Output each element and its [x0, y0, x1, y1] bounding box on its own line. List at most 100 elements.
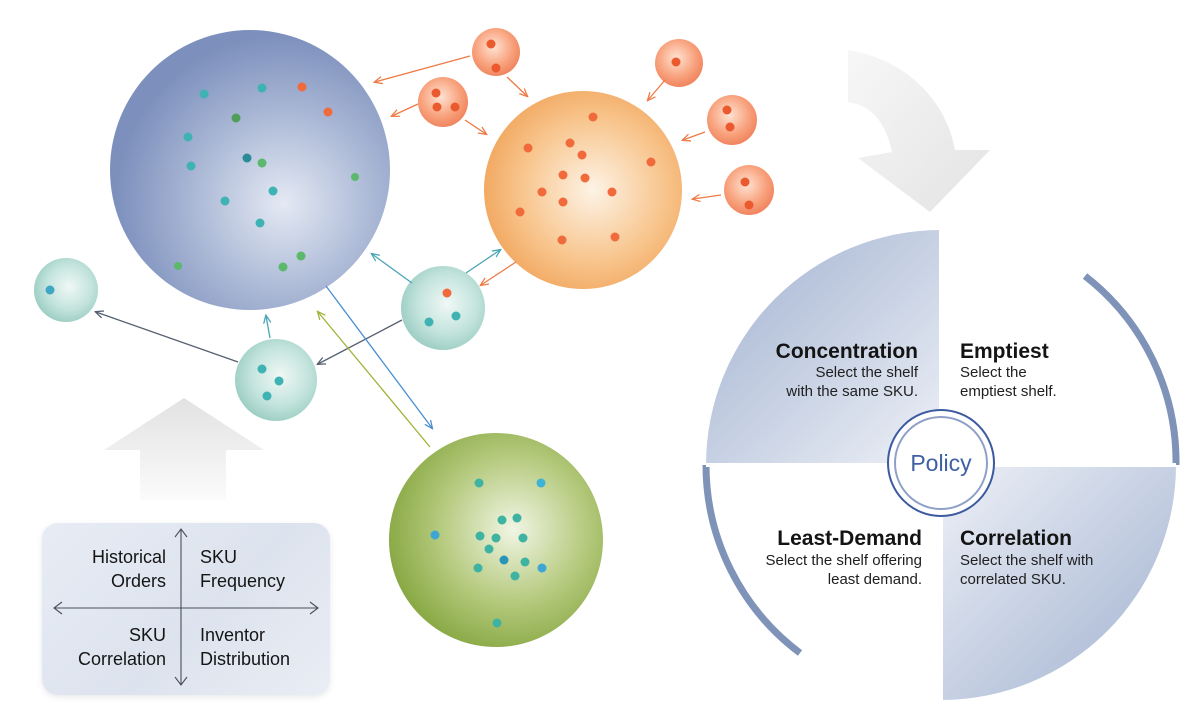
quadrant-desc-emptiest: emptiest shelf.	[960, 383, 1057, 400]
arrow	[693, 195, 722, 199]
flow-arrow-from-factors	[104, 398, 264, 500]
arrow	[318, 319, 403, 364]
outer-ring-right	[1082, 273, 1180, 466]
outer-ring-left	[702, 464, 803, 656]
arrow	[318, 312, 431, 448]
item-dot	[451, 311, 461, 321]
teal-cluster-dots	[45, 285, 461, 401]
item-dot	[450, 102, 460, 112]
arrow	[648, 79, 666, 100]
item-dot	[183, 132, 193, 142]
item-dot	[430, 530, 440, 540]
quadrant-desc-correlation: correlated SKU.	[960, 571, 1066, 588]
item-dot	[432, 102, 442, 112]
item-dot	[722, 105, 732, 115]
item-dot	[491, 63, 501, 73]
item-dot	[474, 478, 484, 488]
item-dot	[257, 83, 267, 93]
item-dot	[274, 376, 284, 386]
quadrant-desc-emptiest: Select the	[960, 364, 1027, 381]
quadrant-desc-concentration: Select the shelf	[815, 364, 918, 381]
blue-cluster-dots	[174, 82, 359, 272]
arrow	[266, 316, 270, 339]
item-dot	[537, 187, 547, 197]
arrow	[506, 76, 527, 96]
item-dot	[558, 170, 568, 180]
orange-cluster-dots	[515, 112, 656, 245]
factor-line: Inventor	[200, 625, 266, 645]
quadrant-shade-correlation	[941, 465, 1176, 700]
item-dot	[231, 113, 241, 123]
item-dot	[491, 533, 501, 543]
item-dot	[174, 262, 182, 270]
item-dot	[725, 122, 735, 132]
item-dot	[565, 138, 575, 148]
flow-arrows	[96, 55, 722, 448]
item-dot	[671, 57, 681, 67]
item-dot	[536, 478, 546, 488]
item-dot	[486, 39, 496, 49]
item-dot	[262, 391, 272, 401]
quadrant-title-correlation: Correlation	[960, 527, 1072, 550]
item-dot	[297, 82, 307, 92]
orange-node	[472, 28, 520, 76]
item-dot	[744, 200, 754, 210]
arrow	[325, 285, 432, 428]
factor-panel: Historical Orders SKU Frequency SKU Corr…	[42, 523, 330, 695]
item-dot	[497, 515, 507, 525]
item-dot	[257, 364, 267, 374]
arrow	[392, 103, 419, 116]
item-dot	[512, 513, 522, 523]
factor-line: Orders	[110, 571, 166, 591]
quadrant-desc-concentration: with the same SKU.	[785, 383, 918, 400]
factor-axes	[53, 528, 319, 686]
orange-cluster	[484, 91, 682, 289]
item-dot	[523, 143, 533, 153]
quadrant-desc-correlation: Select the shelf with	[960, 552, 1093, 569]
policy-center-inner	[894, 416, 988, 510]
arrow	[372, 254, 413, 284]
flow-arrow-to-policy	[848, 50, 990, 212]
item-dot	[610, 232, 620, 242]
item-dot	[268, 186, 278, 196]
arrow	[683, 131, 706, 140]
item-dot	[557, 235, 567, 245]
orange-node	[418, 77, 468, 127]
item-dot	[296, 251, 306, 261]
policy-wheel: Policy Concentration Select the shelf wi…	[702, 230, 1180, 700]
item-dot	[740, 177, 750, 187]
item-dot	[323, 107, 333, 117]
item-dot	[492, 618, 502, 628]
item-dot	[646, 157, 656, 167]
quadrant-desc-least-demand: Select the shelf offering	[766, 552, 923, 569]
item-dot	[520, 557, 530, 567]
factor-line: Frequency	[200, 571, 286, 591]
factor-line: SKU	[200, 547, 238, 567]
item-dot	[255, 218, 265, 228]
item-dot	[515, 207, 525, 217]
item-dot	[518, 533, 528, 543]
arrow	[481, 261, 517, 285]
factor-line: Correlation	[77, 649, 166, 669]
item-dot	[558, 197, 568, 207]
orange-node	[724, 165, 774, 215]
factor-inventor-distribution: Inventor Distribution	[200, 623, 290, 671]
orange-node	[707, 95, 757, 145]
arrow	[375, 55, 471, 82]
item-dot	[442, 288, 452, 298]
green-cluster-dots	[430, 478, 547, 628]
quadrant-title-least-demand: Least-Demand	[777, 527, 922, 550]
item-dot	[424, 317, 434, 327]
item-dot	[475, 531, 485, 541]
teal-cluster-small	[34, 258, 98, 322]
factor-sku-correlation: SKU Correlation	[78, 623, 166, 671]
item-dot	[431, 88, 441, 98]
item-dot	[510, 571, 520, 581]
factor-line: Distribution	[200, 649, 291, 669]
item-dot	[199, 89, 209, 99]
small-orange-node-dots	[431, 39, 754, 210]
item-dot	[278, 262, 288, 272]
quadrant-desc-least-demand: least demand.	[828, 571, 922, 588]
policy-label: Policy	[910, 450, 972, 476]
item-dot	[186, 161, 196, 171]
